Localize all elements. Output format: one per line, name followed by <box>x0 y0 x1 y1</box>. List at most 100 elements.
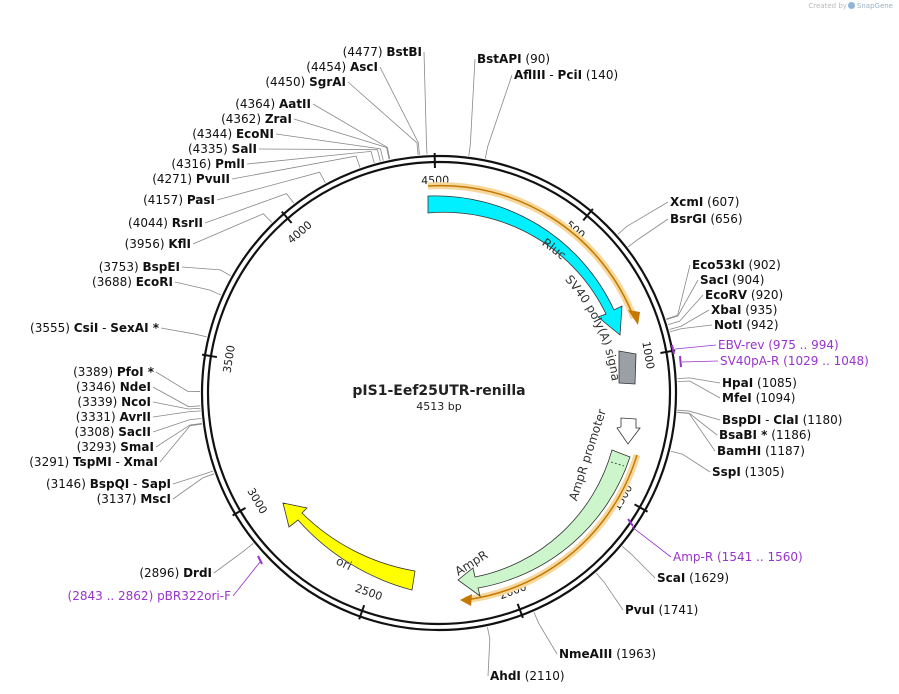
enzyme-name-2: PciI <box>558 68 583 82</box>
feature-ori-label: ori <box>334 554 354 573</box>
enzyme-leader-line <box>155 423 202 448</box>
enzyme-name: BspEI <box>142 260 180 274</box>
primer-leader-line <box>631 526 672 558</box>
tick-mark-4000 <box>281 210 293 224</box>
enzyme-leader-line <box>216 171 326 201</box>
primer-name: pBR322ori-F <box>157 589 231 603</box>
enzyme-label: SacI (904) <box>700 273 764 287</box>
enzyme-position: (1963) <box>612 647 656 661</box>
enzyme-name: CsiI <box>74 321 99 335</box>
enzyme-position: (90) <box>522 52 550 66</box>
enzyme-leader-line <box>669 324 713 333</box>
feature-ampr-arrow <box>457 449 631 597</box>
primer-label: SV40pA-R (1029 .. 1048) <box>720 354 869 368</box>
enzyme-label: (3339) NcoI <box>77 395 151 409</box>
enzyme-name: NdeI <box>120 380 151 394</box>
enzyme-name: SmaI <box>120 440 154 454</box>
enzyme-name: SspI <box>712 465 741 479</box>
enzyme-name: NmeAIII <box>559 647 612 661</box>
credit-prefix: Created by <box>808 2 847 10</box>
enzyme-leader-line <box>204 193 295 224</box>
enzyme-name: PfoI * <box>117 365 155 379</box>
primer-amp-r-marker <box>627 518 634 527</box>
enzyme-name: PvuII <box>196 172 230 186</box>
enzyme-label: MfeI (1094) <box>722 391 795 405</box>
primer-range: (1029 .. 1048) <box>779 354 869 368</box>
label-group: BstAPI (90)AflIII - PciI (140)XcmI (607)… <box>29 45 869 683</box>
enzyme-label: PvuI (1741) <box>625 603 698 617</box>
enzyme-position: (3753) <box>99 260 143 274</box>
enzyme-name: BsaBI * <box>719 428 768 442</box>
enzyme-leader-line <box>275 133 384 161</box>
enzyme-leader-line <box>347 81 419 155</box>
enzyme-leader-line <box>152 410 201 418</box>
enzyme-position: (1305) <box>741 465 785 479</box>
enzyme-label: BstAPI (90) <box>477 52 550 66</box>
feature-ampr-promoter-arrow <box>616 417 641 445</box>
enzyme-leader-line <box>627 218 669 248</box>
enzyme-name: EcoNI <box>236 127 274 141</box>
enzyme-label: (4344) EcoNI <box>192 127 274 141</box>
primer-range: (1541 .. 1560) <box>713 550 803 564</box>
enzyme-leader-line <box>669 309 710 330</box>
orf-rluc-arrowhead <box>628 310 640 325</box>
enzyme-position: (4477) <box>343 45 387 59</box>
enzyme-position: (4157) <box>143 193 187 207</box>
enzyme-label: EcoRV (920) <box>705 288 783 302</box>
enzyme-label: (3753) BspEI <box>99 260 180 274</box>
enzyme-leader-line <box>231 155 361 180</box>
primer-leader-line <box>674 344 717 350</box>
enzyme-leader-line <box>174 281 222 296</box>
tick-mark-1500 <box>634 503 649 513</box>
enzyme-name: RsrII <box>172 216 203 230</box>
enzyme-label: SspI (1305) <box>712 465 785 479</box>
enzyme-position: (3293) <box>77 440 121 454</box>
enzyme-label: (3293) SmaI <box>77 440 154 454</box>
enzyme-leader-line <box>258 148 381 162</box>
enzyme-position: (3146) <box>46 477 90 491</box>
enzyme-position: (3555) <box>30 321 74 335</box>
enzyme-label: XbaI (935) <box>711 303 778 317</box>
enzyme-leader-line <box>152 386 201 407</box>
primer-label: EBV-rev (975 .. 994) <box>718 338 839 352</box>
primer-leader-line <box>681 360 719 363</box>
tick-label: 1000 <box>639 340 657 370</box>
primer-name: SV40pA-R <box>720 354 779 368</box>
enzyme-name: EcoRI <box>136 275 173 289</box>
enzyme-label: (4450) SgrAI <box>265 75 346 89</box>
credit-brand: SnapGene <box>856 2 893 10</box>
enzyme-label: (3137) MscI <box>97 492 171 506</box>
enzyme-label: (3146) BspQI - SapI <box>46 477 171 491</box>
enzyme-name-2: ClaI <box>773 413 798 427</box>
feature-sv40-box <box>618 350 637 385</box>
enzyme-leader-line <box>312 103 391 160</box>
enzyme-position: (1629) <box>685 571 729 585</box>
enzyme-name: Eco53kI <box>692 258 745 272</box>
enzyme-name: AhdI <box>490 669 521 683</box>
plasmid-size: 4513 bp <box>416 400 461 413</box>
enzyme-name: MscI <box>140 492 171 506</box>
enzyme-leader-line <box>468 58 476 156</box>
enzyme-position: (607) <box>703 195 739 209</box>
enzyme-position: (3339) <box>77 395 121 409</box>
enzyme-name: BsrGI <box>670 212 707 226</box>
enzyme-label: (3346) NdeI <box>76 380 151 394</box>
primer-range: (2843 .. 2862) <box>68 589 158 603</box>
enzyme-label: (4335) SalI <box>188 142 257 156</box>
enzyme-label: AhdI (2110) <box>490 669 565 683</box>
enzyme-name: SacI <box>700 273 728 287</box>
enzyme-position: (3346) <box>76 380 120 394</box>
tick-mark-500 <box>582 208 594 221</box>
enzyme-leader-line <box>423 51 428 155</box>
primer-label: (2843 .. 2862) pBR322ori-F <box>68 589 232 603</box>
enzyme-name-2: SapI <box>141 477 171 491</box>
enzyme-position: (3956) <box>125 237 169 251</box>
enzyme-name: AscI <box>350 60 378 74</box>
enzyme-name: SacII <box>118 425 151 439</box>
enzyme-leader-line <box>172 470 214 485</box>
enzyme-separator: - <box>546 68 558 82</box>
primer-pbr322ori-f-marker <box>257 555 263 565</box>
enzyme-name: SalI <box>232 142 257 156</box>
enzyme-leader-line <box>152 418 202 433</box>
tick-label: 2500 <box>353 582 384 604</box>
